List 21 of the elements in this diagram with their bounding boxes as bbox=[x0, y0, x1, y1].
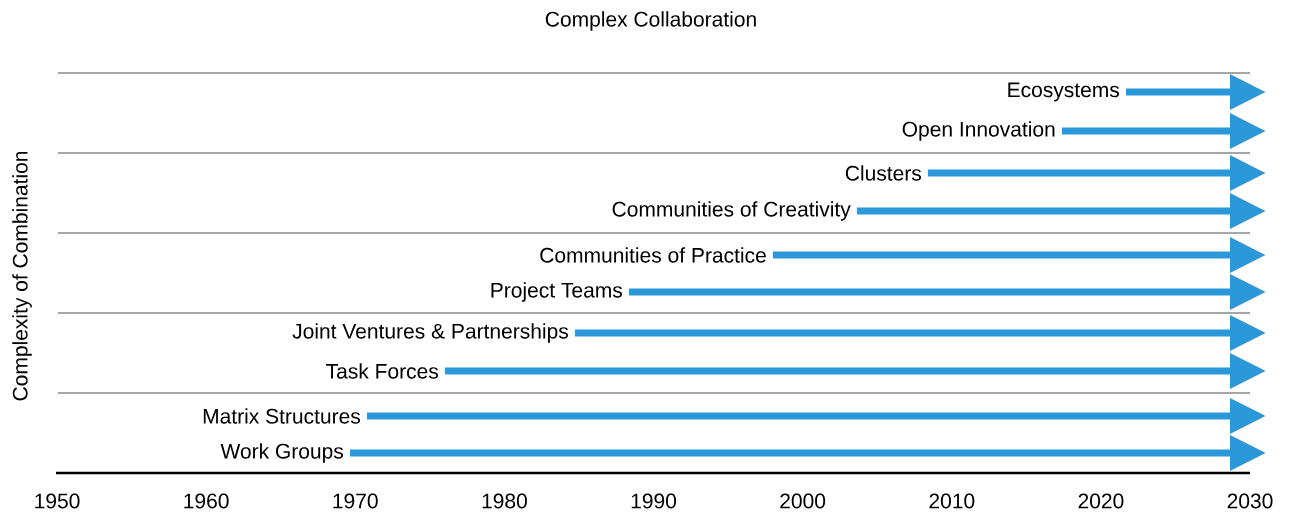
row-label: Project Teams bbox=[491, 282, 623, 302]
tick-label: 2030 bbox=[1227, 493, 1273, 509]
row-label: Communities of Practice bbox=[540, 247, 766, 263]
tick-label: 2020 bbox=[1078, 493, 1124, 509]
tick-label: 1970 bbox=[333, 493, 378, 509]
row-label: Joint Ventures & Partnerships bbox=[292, 323, 568, 343]
axis-title: Complexity of Combination bbox=[12, 151, 32, 401]
tick-label: 1980 bbox=[482, 493, 527, 509]
row-label: Matrix Structures bbox=[203, 408, 361, 424]
row-label: Open Innovation bbox=[902, 121, 1055, 141]
tick-label: 2010 bbox=[929, 493, 975, 509]
tick-label: 1950 bbox=[35, 493, 80, 509]
tick-label: 1960 bbox=[184, 493, 229, 509]
row-label: Work Groups bbox=[220, 443, 344, 463]
tick-label: 2000 bbox=[780, 493, 826, 509]
row-label: Task Forces bbox=[326, 363, 439, 379]
tick-label: 1990 bbox=[631, 493, 677, 509]
row-label: Communities of Creativity bbox=[612, 201, 851, 221]
row-label: Ecosystems bbox=[1008, 82, 1120, 102]
row-label: Clusters bbox=[845, 165, 922, 181]
chart-title: Complex Collaboration bbox=[545, 11, 756, 31]
